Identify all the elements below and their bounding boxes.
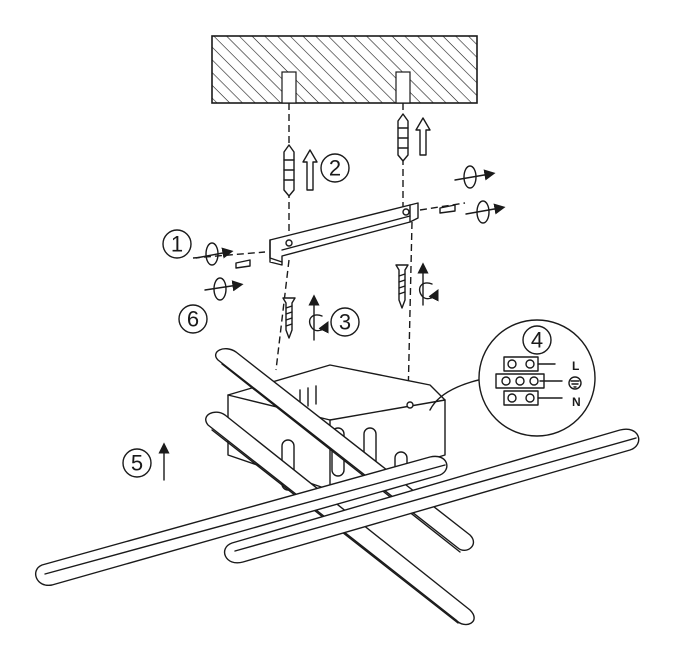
rotation-arrow-icon (465, 200, 506, 224)
svg-text:5: 5 (131, 451, 143, 476)
svg-text:4: 4 (531, 328, 543, 353)
terminal-neutral-label: N (572, 395, 581, 409)
long-screw-right (395, 264, 409, 309)
rotation-arrow-icon (204, 277, 244, 301)
svg-text:1: 1 (171, 232, 183, 257)
long-screw-left (282, 297, 296, 339)
earth-ground-symbol (568, 376, 582, 390)
rotation-arrow-icon (308, 294, 329, 341)
rotation-arrow-icon (454, 165, 496, 189)
terminal-live-label: L (572, 359, 579, 373)
ceiling (211, 35, 478, 104)
led-arm-left (34, 455, 448, 586)
led-arm-right (223, 428, 640, 564)
bracket-screw-left (235, 259, 251, 269)
wall-plug-left (283, 144, 295, 197)
step-2: 2 (320, 153, 350, 183)
step-4: 4 (522, 325, 552, 355)
step-3: 3 (330, 307, 360, 337)
up-arrow-icon (415, 117, 431, 156)
svg-text:6: 6 (187, 307, 199, 332)
wiring-detail-callout: L N (429, 319, 596, 437)
wall-plug-right (397, 113, 409, 162)
mounting-bracket (269, 202, 419, 266)
step-1: 1 (162, 229, 192, 259)
bracket-screw-right (439, 204, 456, 214)
svg-text:3: 3 (339, 310, 351, 335)
step-5: 5 (122, 448, 152, 478)
rotation-arrow-icon (195, 242, 234, 266)
step-6: 6 (178, 304, 208, 334)
rotation-arrow-icon (417, 262, 439, 306)
svg-text:2: 2 (329, 156, 341, 181)
up-arrow-icon (302, 149, 318, 191)
